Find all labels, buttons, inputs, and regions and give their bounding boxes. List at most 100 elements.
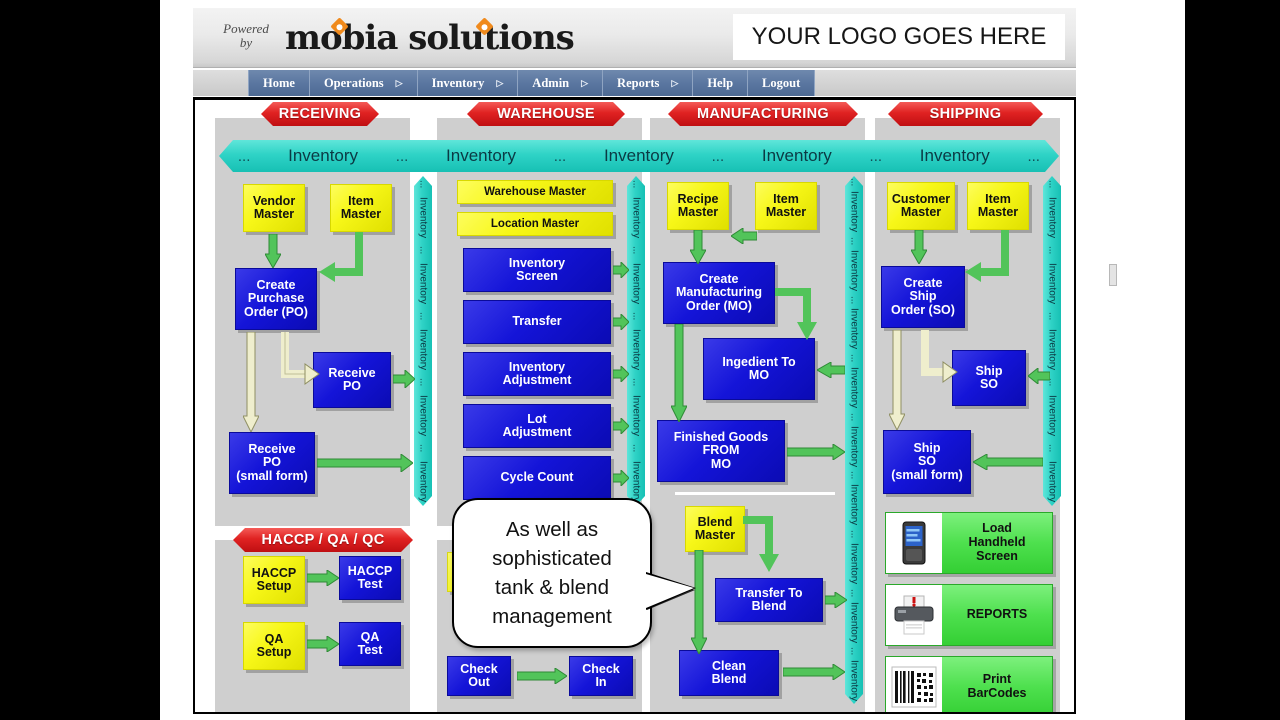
nav-item-inventory[interactable]: Inventory▷ [418,70,519,96]
reports-label: REPORTS [966,607,1028,622]
nav-item-label: Help [707,75,734,90]
inventory-band-dots: ... [553,147,567,165]
logo-placeholder-slot: YOUR LOGO GOES HERE [733,14,1065,60]
nav-item-reports[interactable]: Reports ▷ [603,70,694,96]
arrow-create-po-down [243,332,259,432]
inventory-band-label: Inventory [848,484,860,526]
nav-item-label: Home [263,75,295,90]
inventory-band-dots: ... [630,378,642,387]
inventory-band-label: Inventory [288,146,359,165]
section-badge-receiving: RECEIVING [261,102,379,126]
arrow-item-master-to-create-so [963,230,1009,288]
arrow-inventory-to-ship-so-small [973,454,1043,470]
inventory-band-dots: ... [848,530,860,539]
inventory-band-label: Inventory [630,394,642,436]
inventory-band-label: Inventory [848,601,860,643]
inventory-band-label: Inventory [848,543,860,585]
inventory-band-dots: ... [848,588,860,598]
nav-item-admin[interactable]: Admin▷ [518,70,604,96]
section-badge-manufacturing: MANUFACTURING [668,102,858,126]
inventory-band-label: Inventory [417,328,429,370]
inventory-flow-band-shipping: ...Inventory...Inventory...Inventory...I… [1043,176,1061,506]
box-warehouse-master[interactable]: Warehouse Master [457,180,613,204]
box-location-master[interactable]: Location Master [457,212,613,236]
button-reports[interactable]: REPORTS [885,584,1053,646]
nav-item-home[interactable]: Home [248,70,310,96]
inventory-band-label: Inventory [848,249,860,291]
inventory-band-dots: ... [848,412,860,422]
arrow-inventory-screen-to-band [613,262,629,278]
chevron-right-icon: ▷ [671,77,679,88]
nav-item-label: Admin [532,75,570,90]
scrollbar-thumb[interactable] [1109,264,1117,286]
inventory-band-dots: ... [630,180,642,189]
section-badge-warehouse: WAREHOUSE [467,102,625,126]
nav-item-logout[interactable]: Logout [748,70,816,96]
arrow-create-po-to-receive-po [281,332,321,388]
inventory-band-dots: ... [630,246,642,255]
logo-placeholder-text: YOUR LOGO GOES HERE [751,23,1047,50]
inventory-band-dots: ... [630,312,642,321]
inventory-band-label: Inventory [848,425,860,467]
nav-item-help[interactable]: Help [693,70,749,96]
inventory-band-label: Inventory [848,660,860,702]
nav-item-label: Reports [617,75,660,90]
nav-item-operations[interactable]: Operations▷ [310,70,418,96]
inventory-band-label: Inventory [417,262,429,304]
inventory-band-dots: ... [395,147,409,165]
inventory-band-label: Inventory [919,146,990,165]
inventory-band-label: Inventory [417,196,429,238]
inventory-flow-band-warehouse: ... Inventory... Inventory... Inventory... I… [627,176,645,506]
inventory-band-dots: ... [869,147,883,165]
arrow-lot-adjustment-to-band [613,418,629,434]
inventory-band-label: Inventory [1046,196,1058,238]
box-cycle-count[interactable]: Cycle Count [463,456,611,500]
inventory-band-dots: ... [417,312,429,321]
callout-tail [646,574,694,608]
inventory-band-label: Inventory [630,328,642,370]
inventory-band-dots: ... [1046,312,1058,321]
arrow-transfer-to-blend-to-inventory [825,592,847,608]
inventory-flow-band-horizontal: ...Inventory...Inventory...Inventory...I… [219,140,1059,172]
inventory-band-label: Inventory [630,460,642,502]
inventory-band-label: Inventory [630,262,642,304]
inventory-band-dots: ... [848,471,860,480]
arrow-blend-master-to-transfer [743,514,783,578]
inventory-band-label: Inventory [417,394,429,436]
nav-bar-background: Home Operations▷Inventory▷Admin▷ Reports ▷ H… [193,70,1076,96]
barcode-icon [886,657,942,712]
inventory-band-dots: ... [1046,246,1058,255]
box-transfer[interactable]: Transfer [463,300,611,344]
